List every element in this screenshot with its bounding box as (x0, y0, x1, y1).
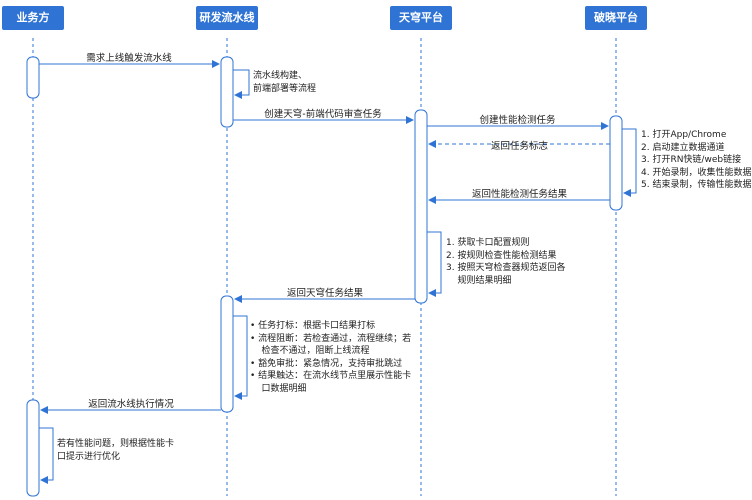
note-line: 1. 打开App/Chrome (641, 130, 727, 140)
note-line: • 任务打标：根据卡口结果打标 (250, 321, 376, 331)
note-tianqiong-steps: 1. 获取卡口配置规则 2. 按规则检查性能检测结果 3. 按照天穹检查器规范返… (446, 237, 565, 287)
note-line: 1. 获取卡口配置规则 (446, 238, 530, 248)
message-label-m4: 返回任务标志 (490, 141, 548, 152)
note-line: • 结果触达：在流水线节点里展示性能卡 (250, 371, 412, 382)
note-line: 3. 按照天穹检查器规范返回各 (446, 263, 566, 274)
actor-poxiao: 破晓平台 (585, 6, 647, 30)
note-line: 3. 打开RN快链/web链接 (641, 155, 742, 166)
note-pipeline-build: 流水线构建、 前端部署等流程 (253, 70, 316, 95)
message-label-m7: 返回流水线执行情况 (88, 399, 174, 410)
note-line: 2. 启动建立数据通道 (641, 142, 725, 153)
self-arrow-tianqiong-steps (427, 231, 442, 297)
note-poxiao-steps: 1. 打开App/Chrome 2. 启动建立数据通道 3. 打开RN快链/we… (641, 129, 751, 192)
note-line: 流水线构建、 (253, 71, 308, 81)
note-line: 5. 结束录制，传输性能数据 (641, 180, 752, 191)
note-line: 2. 按规则检查性能检测结果 (446, 250, 557, 261)
self-arrow-pipeline-steps (233, 315, 248, 400)
message-label-m2: 创建天穹-前端代码审查任务 (264, 109, 382, 120)
note-line: 若有性能问题，则根据性能卡 (57, 439, 175, 449)
actor-pipeline: 研发流水线 (196, 6, 258, 30)
note-line: 检查不通过，阻断上线流程 (250, 346, 370, 357)
self-arrow-pipeline-build (233, 69, 250, 99)
activation-pipeline-1 (220, 56, 234, 128)
activation-poxiao (609, 115, 623, 211)
message-label-m1: 需求上线触发流水线 (86, 53, 172, 64)
note-line: 前端部署等流程 (253, 83, 317, 94)
note-business-optimize: 若有性能问题，则根据性能卡 口提示进行优化 (57, 438, 174, 463)
message-label-m3: 创建性能检测任务 (479, 115, 556, 126)
self-arrow-business-optimize (39, 427, 54, 484)
self-arrow-poxiao-steps (622, 128, 637, 197)
message-label-m5: 返回性能检测任务结果 (471, 189, 567, 200)
activation-pipeline-2 (220, 295, 234, 413)
note-line: 规则结果明细 (446, 275, 512, 286)
note-line: • 流程阻断：若检查通过，流程继续；若 (250, 333, 412, 344)
note-line: 口提示进行优化 (57, 451, 121, 462)
actor-tianqiong: 天穹平台 (390, 6, 452, 30)
activation-business-2 (26, 399, 40, 497)
message-label-m6: 返回天穹任务结果 (286, 288, 363, 299)
activation-tianqiong (414, 109, 428, 304)
activation-business-1 (26, 56, 40, 99)
actor-business: 业务方 (2, 6, 64, 30)
note-line: 口数据明细 (250, 383, 307, 394)
note-line: 4. 开始录制，收集性能数据 (641, 167, 752, 178)
note-pipeline-steps: • 任务打标：根据卡口结果打标 • 流程阻断：若检查通过，流程继续；若 检查不通… (250, 320, 411, 396)
note-line: • 豁免审批：紧急情况，支持审批跳过 (250, 358, 403, 369)
